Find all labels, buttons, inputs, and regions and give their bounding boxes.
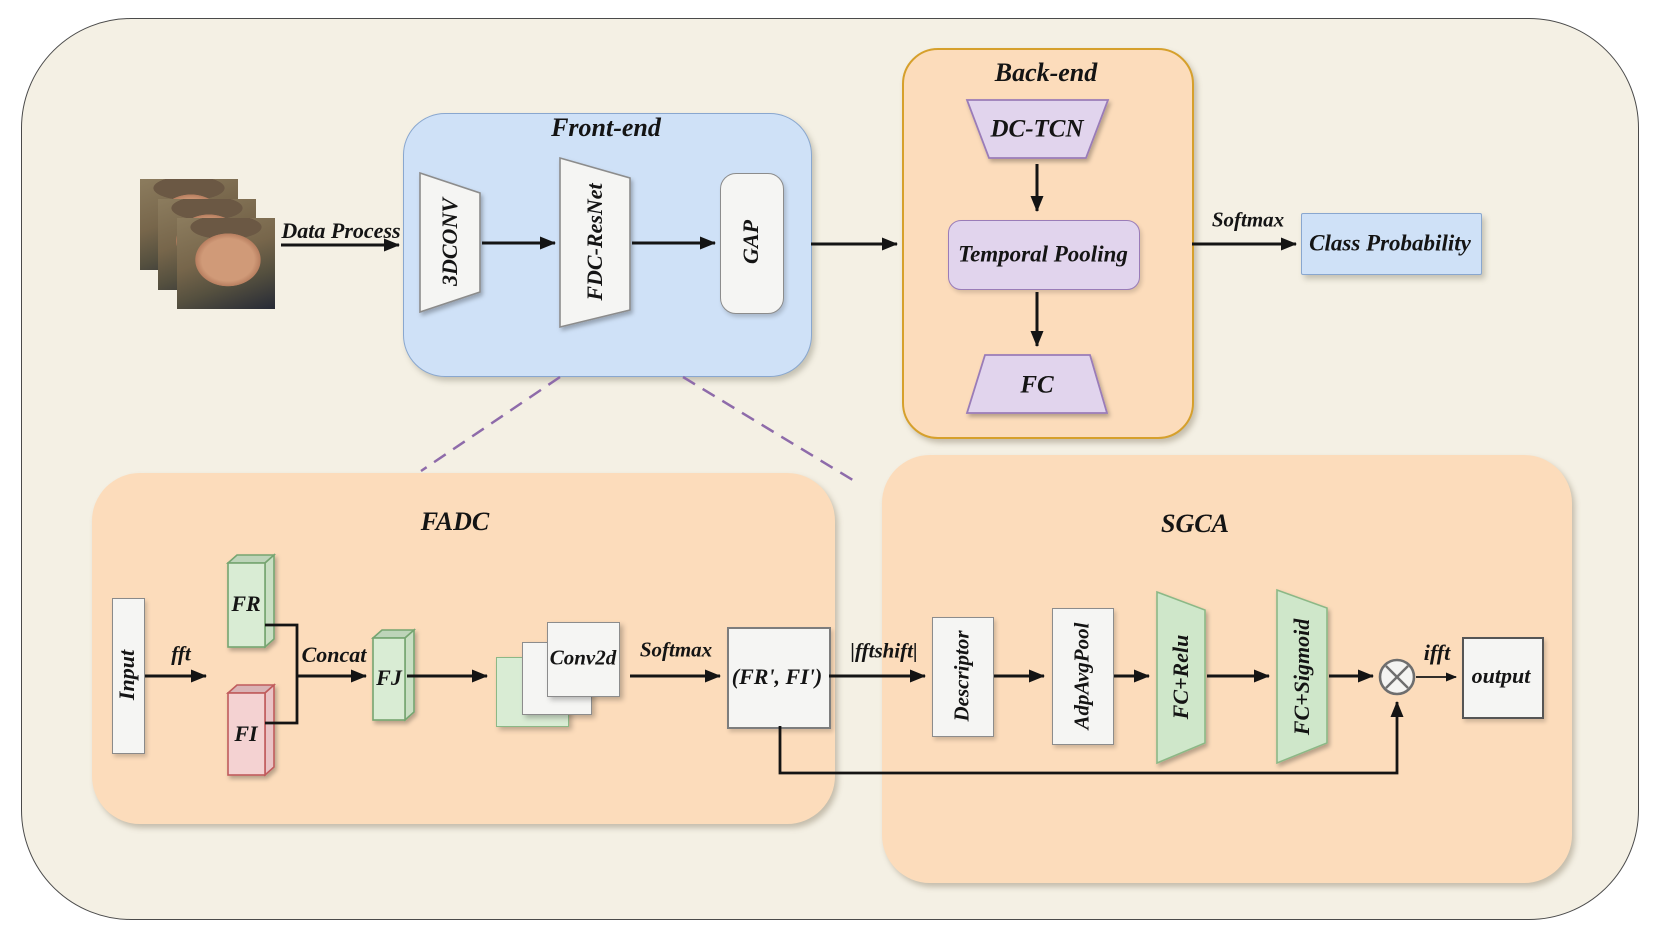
fi-cuboid	[225, 683, 277, 777]
class-probability-block	[1301, 213, 1482, 275]
sgca-title: SGCA	[1161, 509, 1229, 538]
conv3d-shape	[419, 171, 481, 314]
data-process-label: Data Process	[281, 218, 401, 243]
fft-label: fft	[171, 641, 191, 666]
frontend-title: Front-end	[551, 113, 661, 142]
input-label: Input	[114, 649, 139, 701]
fadc-box	[92, 473, 835, 824]
fr-fi-prime-block	[727, 627, 831, 729]
multiply-icon	[1378, 658, 1416, 696]
input-video-frame-front	[177, 218, 275, 309]
dashed-link-fadc	[420, 375, 561, 473]
fr-label: FR	[231, 591, 261, 616]
temporal-pooling-label: Temporal Pooling	[958, 241, 1128, 267]
fi-label: FI	[234, 721, 258, 746]
descriptor-block	[932, 617, 994, 737]
conv2d-label: Conv2d	[549, 645, 617, 670]
output-block	[1462, 637, 1544, 719]
gap-label: GAP	[738, 220, 763, 264]
descriptor-label: Descriptor	[949, 630, 974, 722]
fj-label: FJ	[376, 665, 402, 690]
adpavgpool-label: AdpAvgPool	[1069, 622, 1094, 730]
fr-fi-prime-label: (FR', FI')	[731, 664, 823, 689]
gap-block	[720, 173, 784, 314]
fdc-resnet-shape	[559, 156, 631, 329]
fc-sigmoid-shape	[1276, 588, 1328, 765]
fdc-resnet-label: FDC-ResNet	[582, 183, 607, 301]
softmax-top-label: Softmax	[1211, 207, 1285, 232]
class-probability-label: Class Probability	[1309, 230, 1471, 256]
ifft-label: ifft	[1423, 640, 1451, 665]
input-block	[112, 598, 145, 754]
dc-tcn-shape	[965, 99, 1110, 159]
softmax-fadc-label: Softmax	[639, 637, 713, 662]
dashed-link-sgca	[682, 375, 857, 484]
fc-relu-label: FC+Relu	[1168, 634, 1193, 720]
conv2d-sheet-front	[547, 622, 620, 697]
concat-label: Concat	[301, 642, 367, 667]
fc-relu-shape	[1156, 590, 1206, 765]
fc-label: FC	[1020, 371, 1054, 399]
fj-cuboid	[370, 628, 417, 722]
backend-title: Back-end	[994, 58, 1098, 87]
conv3d-label: 3DCONV	[437, 197, 462, 287]
output-label: output	[1471, 663, 1531, 688]
adpavgpool-block	[1052, 608, 1114, 745]
fftshift-label: |fftshift|	[850, 638, 918, 663]
fc-shape	[965, 354, 1109, 414]
fc-sigmoid-label: FC+Sigmoid	[1289, 618, 1314, 736]
sgca-box	[882, 455, 1572, 883]
residual-feedback-line	[778, 701, 1404, 775]
temporal-pooling-block	[948, 220, 1140, 290]
concat-bracket	[265, 623, 299, 725]
fadc-title: FADC	[420, 507, 490, 536]
dc-tcn-label: DC-TCN	[990, 115, 1084, 143]
